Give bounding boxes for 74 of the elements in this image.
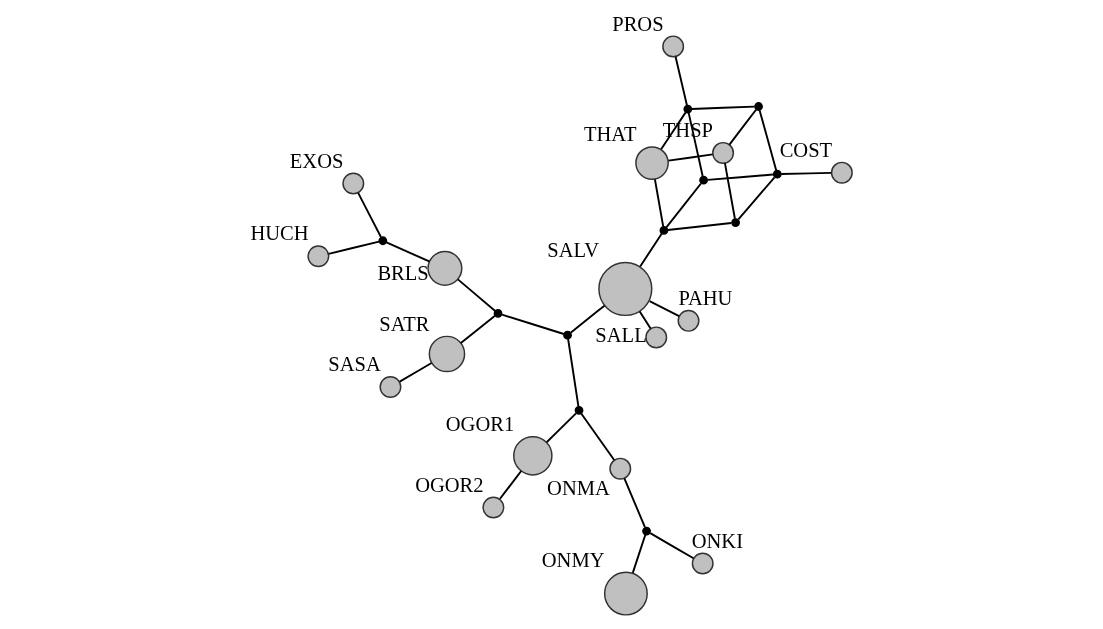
node-circle [574, 405, 584, 415]
node-label: COST [779, 138, 833, 161]
connector [357, 191, 382, 238]
node-label: SATR [379, 312, 430, 335]
node-circle [493, 309, 503, 318]
node-label: PAHU [678, 286, 733, 309]
connector [666, 222, 733, 231]
connector [545, 412, 577, 444]
node-label: OGOR2 [415, 473, 484, 496]
node-circle [712, 141, 735, 164]
connector [570, 304, 606, 334]
connector [665, 182, 702, 228]
node-label: HUCH [250, 222, 309, 245]
node-circle [603, 571, 648, 616]
connector [649, 532, 695, 560]
node-label: SASA [328, 353, 381, 376]
node-circle [830, 161, 853, 184]
connector [499, 470, 523, 500]
connector [706, 173, 774, 181]
node-label: SALL [595, 324, 647, 347]
connector [674, 55, 688, 107]
node-label: PROS [612, 12, 664, 35]
connector [758, 109, 778, 172]
node-label: EXOS [289, 149, 344, 172]
connector [385, 241, 431, 263]
node-circle [428, 335, 466, 373]
node-label: BRLS [377, 261, 429, 284]
node-circle [754, 102, 763, 111]
node-label: ONMY [541, 548, 605, 571]
connector [690, 105, 756, 110]
connector [501, 313, 565, 335]
node-circle [482, 496, 505, 519]
connector [459, 315, 496, 344]
node-circle [563, 330, 572, 340]
node-circle [642, 526, 651, 536]
connector [653, 178, 665, 228]
node-label: ONMA [547, 477, 610, 500]
connector [639, 232, 663, 268]
node-label: THAT [583, 123, 637, 146]
connector [631, 533, 647, 574]
connector [667, 153, 714, 162]
connector [567, 337, 580, 408]
node-circle [772, 169, 782, 179]
connector [580, 412, 616, 461]
node-circle [683, 104, 693, 114]
connector [780, 171, 833, 176]
connector [398, 362, 433, 383]
node-circle [699, 175, 708, 185]
node-circle [677, 309, 700, 332]
connector [638, 310, 652, 330]
node-circle [307, 245, 330, 268]
connector [728, 108, 758, 146]
node-circle [659, 226, 669, 235]
connector [623, 477, 646, 529]
node-circle [513, 436, 553, 476]
node-circle [342, 172, 365, 195]
connector [724, 162, 736, 220]
node-circle [645, 326, 668, 349]
node-circle [609, 457, 632, 480]
node-circle [731, 218, 740, 227]
node-circle [598, 261, 653, 317]
node-circle [635, 146, 669, 180]
node-label: ONKI [691, 529, 744, 552]
node-circle [378, 236, 388, 246]
node-label: SALV [547, 238, 600, 261]
node-label: OGOR1 [445, 413, 515, 436]
node-circle [691, 552, 714, 575]
node-circle [662, 35, 685, 58]
connector [327, 240, 380, 255]
connector [456, 278, 497, 312]
node-circle [379, 375, 402, 398]
connector [737, 176, 776, 221]
node-circle [427, 250, 463, 286]
connector [648, 300, 681, 318]
